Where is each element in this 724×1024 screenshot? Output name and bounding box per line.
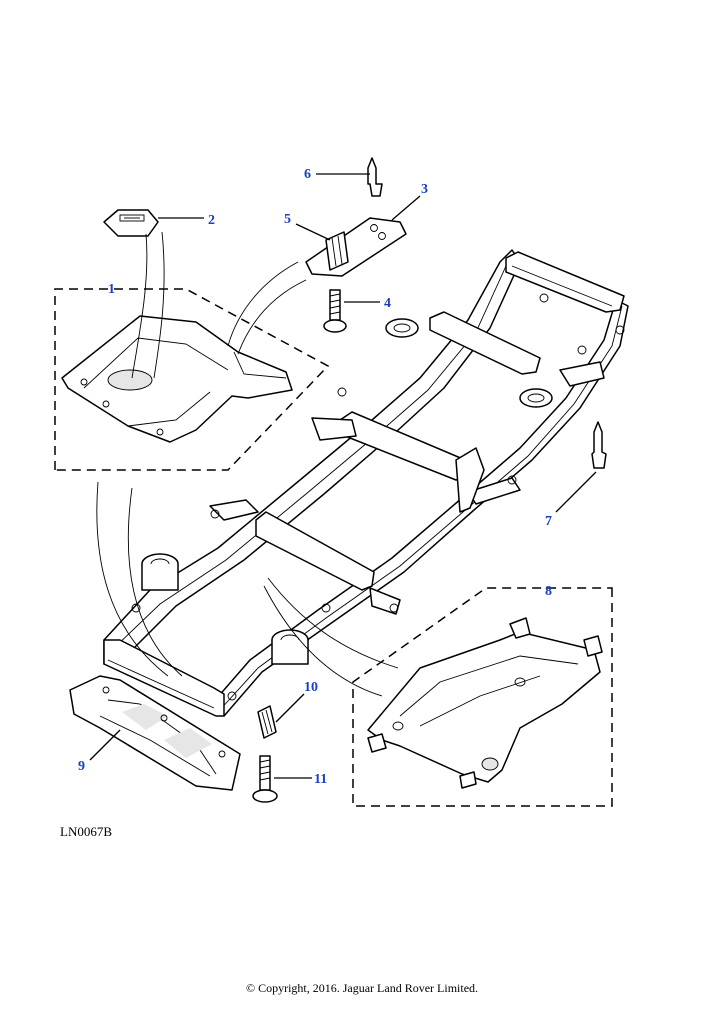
chassis-frame bbox=[103, 249, 629, 717]
callout-6: 6 bbox=[304, 167, 311, 182]
callout-7: 7 bbox=[545, 514, 552, 529]
callout-4: 4 bbox=[384, 296, 391, 311]
callout-10: 10 bbox=[304, 680, 318, 695]
callout-9: 9 bbox=[78, 759, 85, 774]
part-11-bolt bbox=[252, 755, 278, 803]
callout-3: 3 bbox=[421, 182, 428, 197]
part-1-group bbox=[54, 209, 330, 471]
callout-2: 2 bbox=[208, 213, 215, 228]
part-10-rubber-bush bbox=[257, 705, 277, 739]
rear-left-spring-turret bbox=[385, 318, 419, 338]
part-8-group bbox=[263, 577, 613, 807]
rear-right-spring-turret bbox=[519, 388, 553, 408]
part-3-mount-plate bbox=[305, 217, 407, 277]
part-4-bolt bbox=[323, 289, 347, 333]
callout-1: 1 bbox=[108, 282, 115, 297]
part-9-skid-plate bbox=[69, 481, 241, 791]
part-2-mount-disc bbox=[103, 209, 159, 237]
part-7-push-rivet bbox=[591, 421, 607, 469]
callout-11: 11 bbox=[314, 772, 327, 787]
frame-mounting-studs bbox=[131, 293, 625, 701]
diagram-reference-code: LN0067B bbox=[60, 824, 112, 839]
part-5-rubber-bush bbox=[325, 231, 349, 271]
callout-5: 5 bbox=[284, 212, 291, 227]
copyright-notice: © Copyright, 2016. Jaguar Land Rover Lim… bbox=[245, 981, 479, 995]
callout-leader-lines bbox=[89, 173, 597, 779]
callout-8: 8 bbox=[545, 584, 552, 599]
front-left-spring-turret bbox=[141, 553, 179, 591]
part-6-push-rivet bbox=[367, 157, 383, 197]
callout-labels: 1 2 3 4 5 6 7 8 9 10 11 bbox=[78, 167, 552, 787]
front-right-spring-turret bbox=[271, 629, 309, 665]
